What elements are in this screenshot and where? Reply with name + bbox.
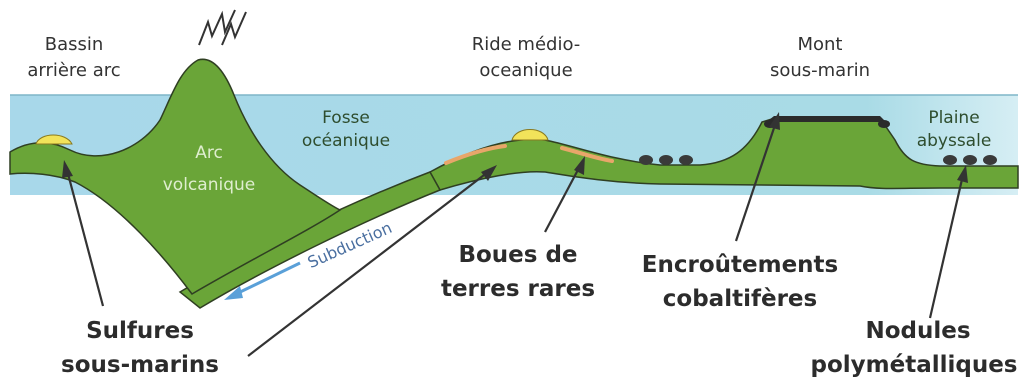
pointer-arrows [62, 112, 968, 357]
resource-boues-2: terres rares [441, 276, 595, 302]
sulfide-deposit-ridge [511, 129, 549, 141]
eruption-zigzag-icon-2 [221, 11, 247, 46]
resource-encroutements-1: Encroûtements [642, 252, 838, 278]
label-fosse-2: océanique [302, 131, 390, 151]
eruption-zigzag-icon [198, 9, 236, 46]
label-bassin-1: Bassin [45, 34, 104, 55]
rare-earth-mud-left [444, 144, 507, 165]
subduction-arrow [235, 261, 301, 296]
label-ride-2: oceanique [479, 60, 572, 81]
resource-nodules-2: polymétalliques [811, 352, 1018, 378]
resource-nodules-1: Nodules [865, 318, 970, 344]
nodules-group-1 [639, 155, 693, 165]
label-fosse-1: Fosse [322, 108, 370, 128]
label-arc-1: Arc [195, 143, 223, 163]
cobalt-crust [764, 116, 890, 126]
label-mont-1: Mont [797, 34, 842, 55]
sulfide-deposit-backarc [35, 134, 73, 145]
nodules-group-2 [943, 155, 997, 165]
rare-earth-mud-right [560, 146, 614, 163]
resource-sulfures-1: Sulfures [86, 318, 194, 344]
label-ride-1: Ride médio- [472, 34, 581, 55]
subduction-arrowhead [224, 286, 243, 300]
label-mont-2: sous-marin [770, 60, 870, 81]
resource-sulfures-2: sous-marins [61, 352, 219, 378]
crust-knob-2 [878, 120, 890, 128]
resource-boues-1: Boues de [458, 242, 577, 268]
label-bassin-2: arrière arc [27, 60, 120, 81]
label-plaine-2: abyssale [917, 131, 992, 151]
resource-encroutements-2: cobaltifères [663, 286, 817, 312]
label-arc-2: volcanique [163, 175, 255, 195]
label-plaine-1: Plaine [928, 108, 979, 128]
volcanic-arc [9, 58, 342, 295]
